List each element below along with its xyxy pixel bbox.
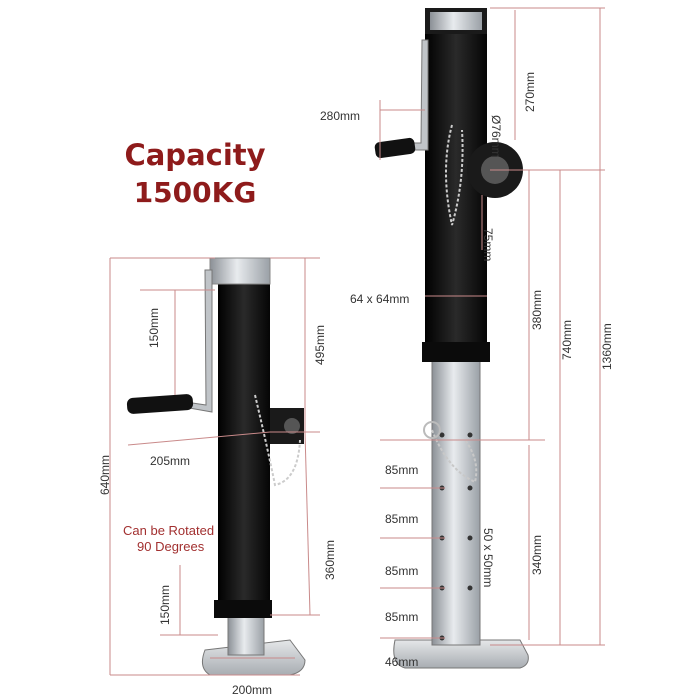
- dim-left-200: 200mm: [232, 683, 273, 697]
- dimension-lines: [109, 7, 605, 676]
- dim-85-3: 85mm: [385, 564, 419, 578]
- tall-jack-foot-plate: [393, 639, 529, 669]
- short-jack-handle-grip: [126, 394, 194, 414]
- dim-46: 46mm: [385, 655, 419, 669]
- dim-75: 75mm: [481, 228, 495, 262]
- short-jack-chain: [254, 394, 301, 487]
- dim-85-1: 85mm: [385, 463, 419, 477]
- dim-tube-64: 64 x 64mm: [350, 292, 410, 306]
- short-jack-outer-tube: [218, 280, 270, 615]
- dim-left-640: 640mm: [98, 454, 112, 495]
- dim-1360: 1360mm: [600, 323, 614, 370]
- tall-jack-chain: [445, 124, 464, 226]
- tall-jack: [374, 8, 529, 669]
- short-jack-crank: [171, 269, 213, 413]
- dim-340: 340mm: [530, 534, 544, 575]
- dim-85-4: 85mm: [385, 610, 419, 624]
- dim-380: 380mm: [530, 289, 544, 330]
- tall-jack-pin-chain: [431, 429, 478, 484]
- dim-handle-280: 280mm: [320, 109, 361, 123]
- dim-left-360: 360mm: [323, 539, 337, 580]
- dim-740: 740mm: [560, 319, 574, 360]
- dim-diameter-76: Ø76mm: [489, 115, 503, 158]
- short-jack-top-cap: [209, 257, 271, 285]
- tall-jack-inner-tube: [431, 359, 481, 646]
- capacity-value: 1500KG: [133, 176, 257, 209]
- capacity-title: Capacity: [124, 138, 266, 172]
- dim-left-150: 150mm: [147, 307, 161, 348]
- tall-jack-handle-grip: [374, 137, 416, 159]
- dim-270: 270mm: [523, 71, 537, 112]
- dim-left-495: 495mm: [313, 324, 327, 365]
- dim-left-150b: 150mm: [158, 584, 172, 625]
- tall-jack-outer-tube: [425, 30, 487, 362]
- dim-tube-50: 50 x 50mm: [481, 528, 495, 588]
- tall-jack-collar: [422, 342, 490, 362]
- rotate-note-line2: 90 Degrees: [137, 539, 205, 554]
- short-jack-collar: [214, 600, 272, 618]
- rotate-note-line1: Can be Rotated: [123, 523, 215, 538]
- dim-left-205: 205mm: [150, 454, 191, 468]
- dim-85-2: 85mm: [385, 512, 419, 526]
- tall-jack-crank: [389, 39, 429, 151]
